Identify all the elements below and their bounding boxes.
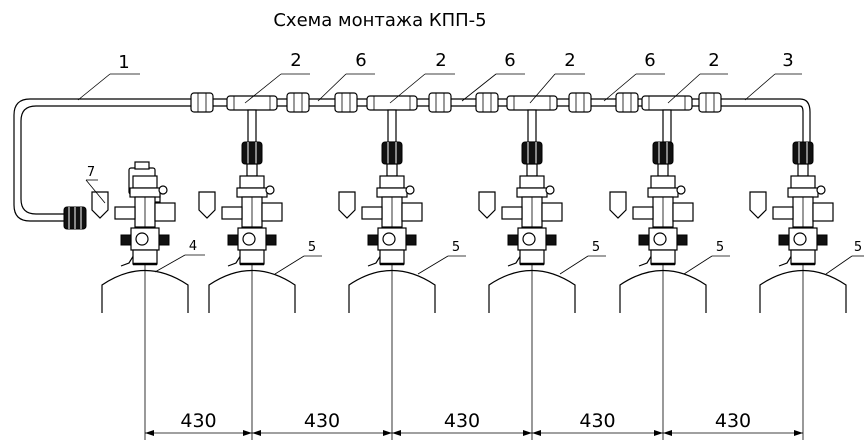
dimension-span: 430 [392,410,532,436]
callout-cylinder-2: 5 [452,240,460,255]
gas-cylinder [759,264,847,440]
callout-cylinder-5: 5 [854,240,862,255]
dimension-span: 430 [532,410,663,436]
tee-fittings [226,95,693,143]
dimension-label: 430 [180,410,216,432]
callout-tee-2: 2 [435,50,446,71]
callout-tee-4: 2 [708,50,719,71]
tee-fitting [506,95,558,143]
gas-cylinder [348,264,436,440]
check-valve-assembly [338,141,423,267]
check-valve-assembly [198,141,283,267]
dimension-lines: 430 430 430 430 430 [145,410,803,436]
check-valve-assembly [478,141,563,267]
callout-cylinder-start: 4 [189,239,197,254]
tee-fitting [226,95,278,143]
coupling-nut [698,92,722,113]
tee-fitting [366,95,418,143]
dimension-label: 430 [304,410,340,432]
coupling-nut [334,92,358,113]
gas-cylinder [101,264,189,440]
callout-pipe-1: 6 [355,50,366,71]
valve-heads [91,141,834,267]
dimension-span: 430 [145,410,252,436]
callout-hose-left: 1 [118,52,129,73]
start-valve-assembly [91,161,176,267]
callout-solenoid: 7 [87,165,95,180]
dimension-label: 430 [444,410,480,432]
dimension-label: 430 [715,410,751,432]
dimension-label: 430 [579,410,615,432]
check-valve-assembly [749,141,834,267]
coupling-nut [428,92,452,113]
callout-tee-1: 2 [290,50,301,71]
coupling-nut [568,92,592,113]
callout-hose-right: 3 [782,50,793,71]
callout-pipe-2: 6 [504,50,515,71]
callout-tee-3: 2 [564,50,575,71]
coupling-nut [286,92,310,113]
tee-fitting [641,95,693,143]
check-valve-assembly [609,141,694,267]
dimension-span: 430 [663,410,803,436]
coupling-nut [615,92,639,113]
gas-cylinder [488,264,576,440]
gas-cylinder [208,264,296,440]
coupling-nut [190,92,214,113]
callout-cylinder-3: 5 [592,240,600,255]
manifold-couplings [190,92,722,113]
callout-cylinder-4: 5 [716,240,724,255]
hose-end-nut [63,206,87,230]
callout-pipe-3: 6 [644,50,655,71]
gas-cylinder [619,264,707,440]
diagram-title: Схема монтажа КПП-5 [273,10,486,31]
coupling-nut [475,92,499,113]
callout-cylinder-1: 5 [308,240,316,255]
cylinders [101,264,847,440]
callout-labels: 1 2 6 2 6 2 6 2 3 7 4 5 [77,50,864,275]
dimension-span: 430 [252,410,392,436]
